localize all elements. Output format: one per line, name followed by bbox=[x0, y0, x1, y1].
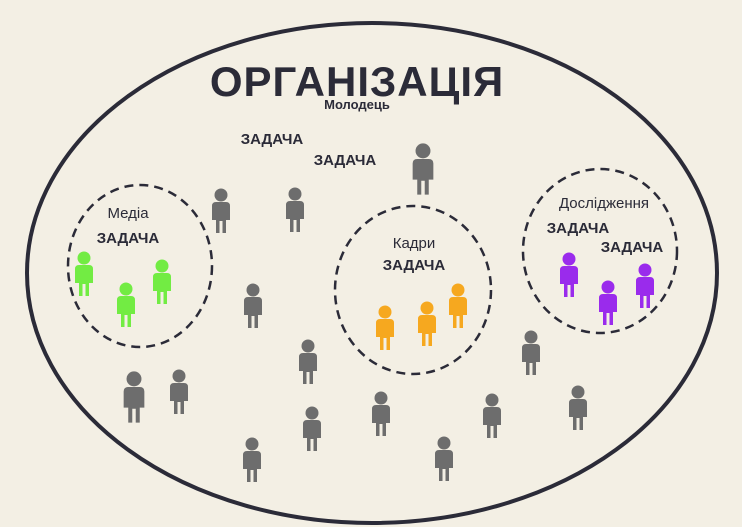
person-icon-12 bbox=[303, 406, 321, 451]
person-icon-hr-1 bbox=[376, 305, 394, 350]
group-task-media: ЗАДАЧА bbox=[96, 230, 160, 247]
organization-title: ОРГАНІЗАЦІЯ bbox=[209, 58, 505, 105]
person-icon-hr-2 bbox=[418, 301, 436, 346]
person-icon-14 bbox=[435, 436, 453, 481]
person-icon-6 bbox=[123, 371, 145, 423]
person-icon-11 bbox=[569, 385, 587, 430]
person-icon-7 bbox=[170, 369, 188, 414]
group-task-research-1: ЗАДАЧА bbox=[546, 220, 610, 237]
person-icon-3 bbox=[286, 187, 304, 232]
person-icon-hr-3 bbox=[449, 283, 467, 328]
people-layer bbox=[75, 143, 654, 482]
person-icon-5 bbox=[299, 339, 317, 384]
organization-task-2: ЗАДАЧА bbox=[313, 152, 377, 169]
person-icon-8 bbox=[522, 330, 540, 375]
group-boundary-research bbox=[521, 167, 679, 335]
person-icon-research-1 bbox=[560, 252, 578, 297]
organization-boundary bbox=[25, 21, 719, 525]
person-icon-2 bbox=[212, 188, 230, 233]
organization-subtitle: Молодець bbox=[324, 97, 390, 112]
group-name-research: Дослідження bbox=[558, 195, 650, 212]
person-icon-research-3 bbox=[636, 263, 654, 308]
person-icon-13 bbox=[243, 437, 261, 482]
person-icon-1 bbox=[412, 143, 434, 195]
group-task-research-2: ЗАДАЧА bbox=[600, 239, 664, 256]
group-task-hr: ЗАДАЧА bbox=[382, 257, 446, 274]
person-icon-media-3 bbox=[153, 259, 171, 304]
person-icon-media-2 bbox=[117, 282, 135, 327]
organization-task-1: ЗАДАЧА bbox=[240, 131, 304, 148]
person-icon-4 bbox=[244, 283, 262, 328]
person-icon-9 bbox=[372, 391, 390, 436]
group-boundary-hr bbox=[333, 204, 493, 376]
group-name-hr: Кадри bbox=[392, 235, 436, 252]
person-icon-research-2 bbox=[599, 280, 617, 325]
person-icon-media-1 bbox=[75, 251, 93, 296]
group-name-media: Медіа bbox=[107, 205, 149, 222]
person-icon-10 bbox=[483, 393, 501, 438]
group-boundary-media bbox=[66, 183, 214, 349]
